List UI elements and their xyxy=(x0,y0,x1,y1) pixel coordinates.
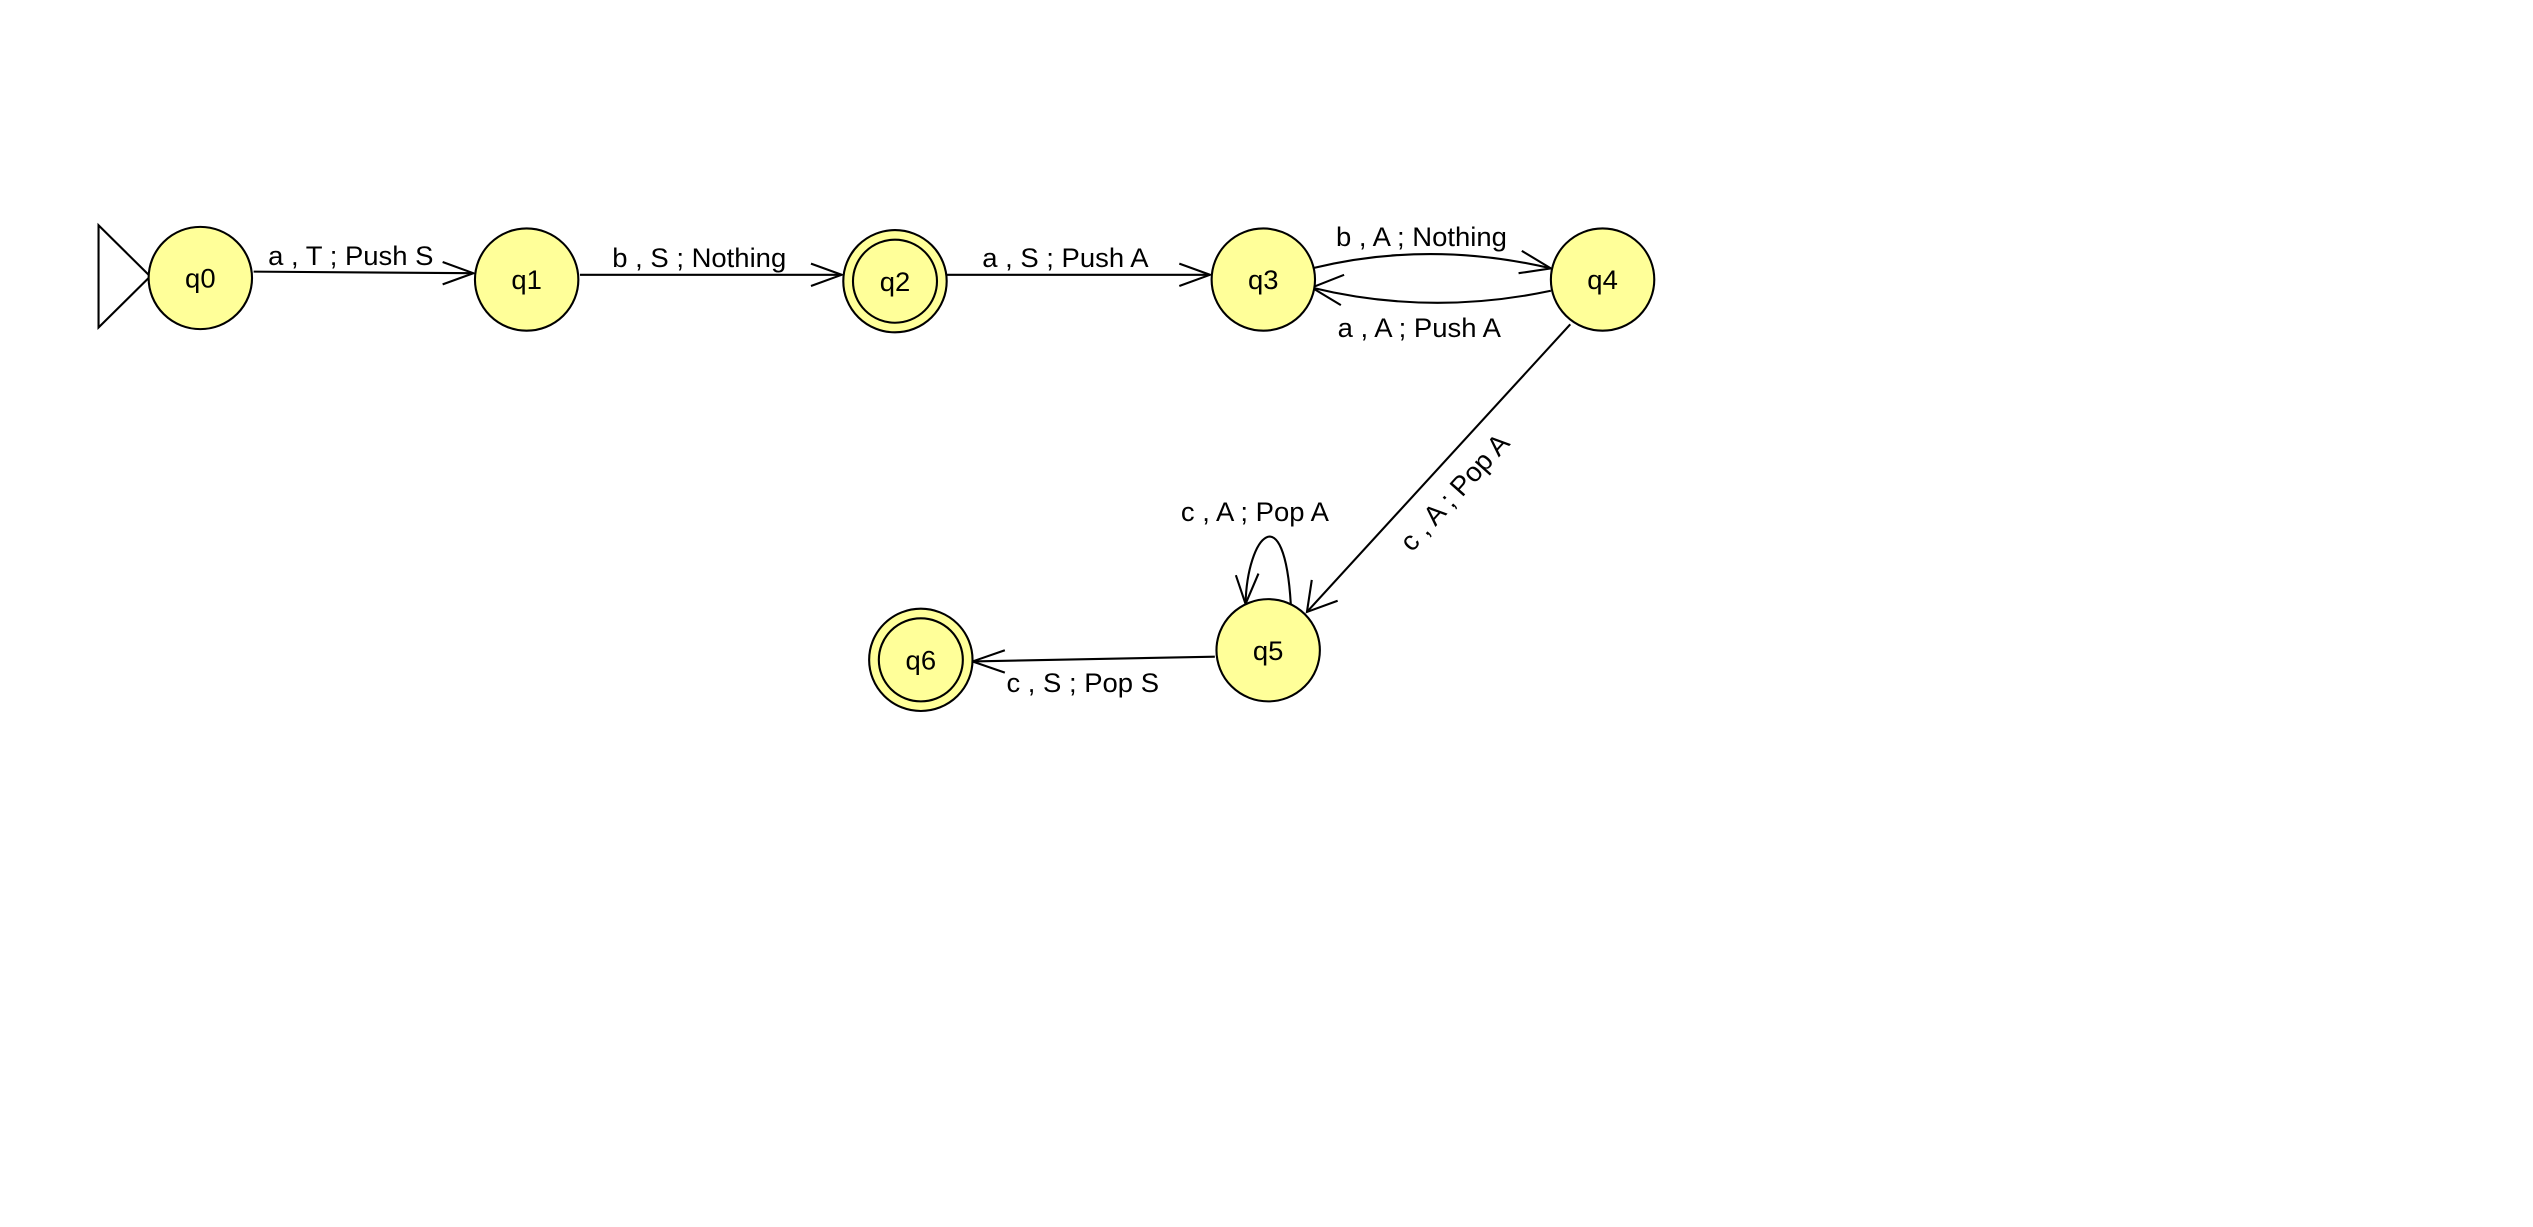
transition-q4-q3-edge xyxy=(1311,286,1552,304)
state-q2-label: q2 xyxy=(880,266,911,297)
state-q6-final-ring xyxy=(877,617,964,703)
state-q0[interactable]: q0 xyxy=(147,225,254,331)
transition-q4-q5-label: c , A ; Pop A xyxy=(1393,427,1516,557)
state-q2-final-ring xyxy=(851,238,939,324)
state-q0-circle xyxy=(147,225,254,331)
state-q6[interactable]: q6 xyxy=(868,607,974,713)
transition-q0-q1-label: a , T ; Push S xyxy=(268,240,433,271)
transition-q1-q2-label: b , S ; Nothing xyxy=(612,242,786,273)
state-q0-label: q0 xyxy=(185,263,216,294)
transition-q4-q3-arrowhead xyxy=(1309,273,1345,307)
state-q4-circle xyxy=(1549,227,1656,332)
state-q3[interactable]: q3 xyxy=(1210,227,1317,332)
transition-q3-q4-arrowhead xyxy=(1518,249,1554,275)
transition-q5-q6-label: c , S ; Pop S xyxy=(1006,667,1159,698)
transition-q2-q3-label: a , S ; Push A xyxy=(982,242,1149,273)
transition-q4-q5-arrowhead xyxy=(1305,579,1338,614)
state-q1[interactable]: q1 xyxy=(473,227,580,332)
state-q1-label: q1 xyxy=(511,264,542,295)
state-q5[interactable]: q5 xyxy=(1215,598,1321,703)
state-q6-circle xyxy=(868,607,974,713)
state-q6-label: q6 xyxy=(906,645,937,676)
transition-q3-q4-edge xyxy=(1311,252,1552,270)
state-q5-circle xyxy=(1215,598,1321,703)
transition-q5-self-loop-edge xyxy=(1244,535,1292,604)
state-q2[interactable]: q2 xyxy=(842,229,948,334)
transition-q1-q2-arrowhead xyxy=(810,262,845,287)
state-q2-circle xyxy=(842,229,948,334)
transition-q5-q6-edge xyxy=(972,655,1215,663)
state-q4-label: q4 xyxy=(1587,264,1618,295)
transition-q3-q4-label: b , A ; Nothing xyxy=(1336,221,1507,252)
state-q1-circle xyxy=(473,227,580,332)
state-q5-label: q5 xyxy=(1253,635,1284,666)
state-q3-circle xyxy=(1210,227,1317,332)
initial-state-marker xyxy=(97,222,152,331)
state-q4[interactable]: q4 xyxy=(1549,227,1656,332)
transition-q4-q3-label: a , A ; Push A xyxy=(1338,312,1502,343)
transition-q0-q1-arrowhead xyxy=(442,261,477,286)
state-q3-label: q3 xyxy=(1248,264,1279,295)
transition-q5-self-loop-label: c , A ; Pop A xyxy=(1181,496,1330,527)
transition-q0-q1-edge xyxy=(253,270,474,275)
transition-q2-q3-arrowhead xyxy=(1178,262,1214,287)
transition-q4-q5-edge xyxy=(1306,323,1572,613)
